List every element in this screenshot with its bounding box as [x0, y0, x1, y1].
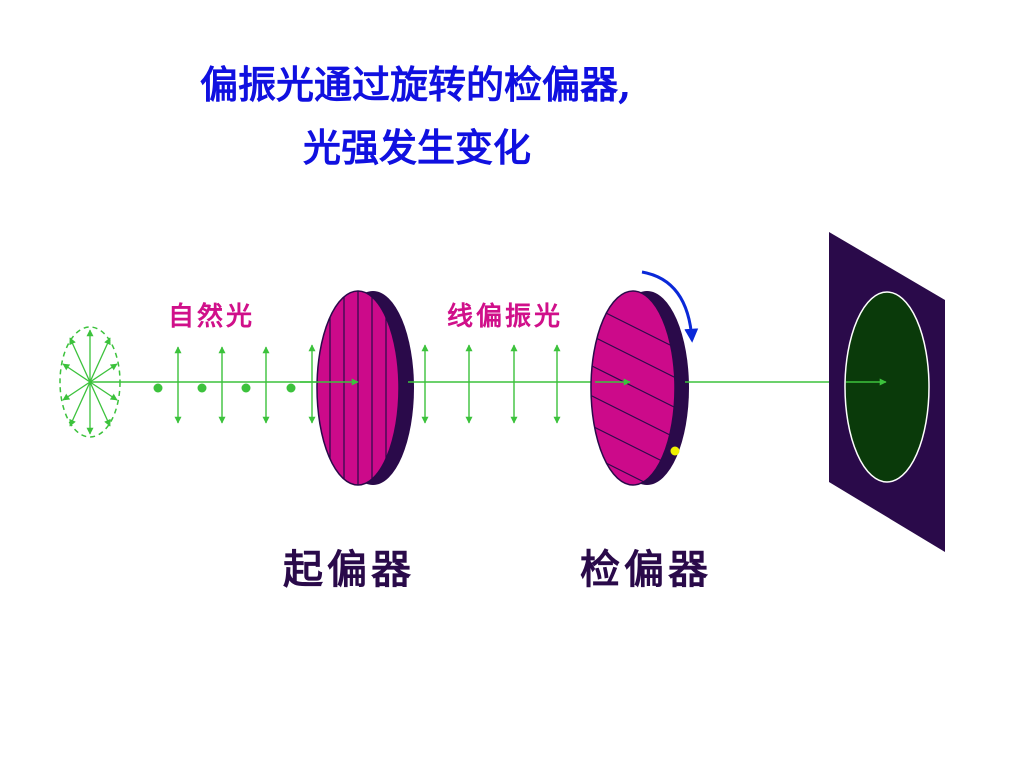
- curved-arrow-icon: [641, 270, 699, 343]
- polarizer-label: 起偏器: [283, 546, 415, 593]
- analyzer-label: 检偏器: [580, 546, 712, 593]
- linear-polarized-light-label: 线偏振光: [447, 302, 564, 332]
- natural-light-vibrations: [153, 344, 316, 424]
- linear-light-vibrations: [421, 344, 561, 424]
- title-line-1: 偏振光通过旋转的检偏器,: [200, 62, 632, 107]
- natural-light-label: 自然光: [168, 302, 256, 332]
- marker-dot: [670, 446, 680, 456]
- title-line-2: 光强发生变化: [303, 125, 532, 170]
- light-spot: [844, 291, 930, 483]
- screen: [829, 232, 945, 552]
- analyzer-disk: [590, 290, 689, 486]
- polarizer-disk: [300, 290, 414, 486]
